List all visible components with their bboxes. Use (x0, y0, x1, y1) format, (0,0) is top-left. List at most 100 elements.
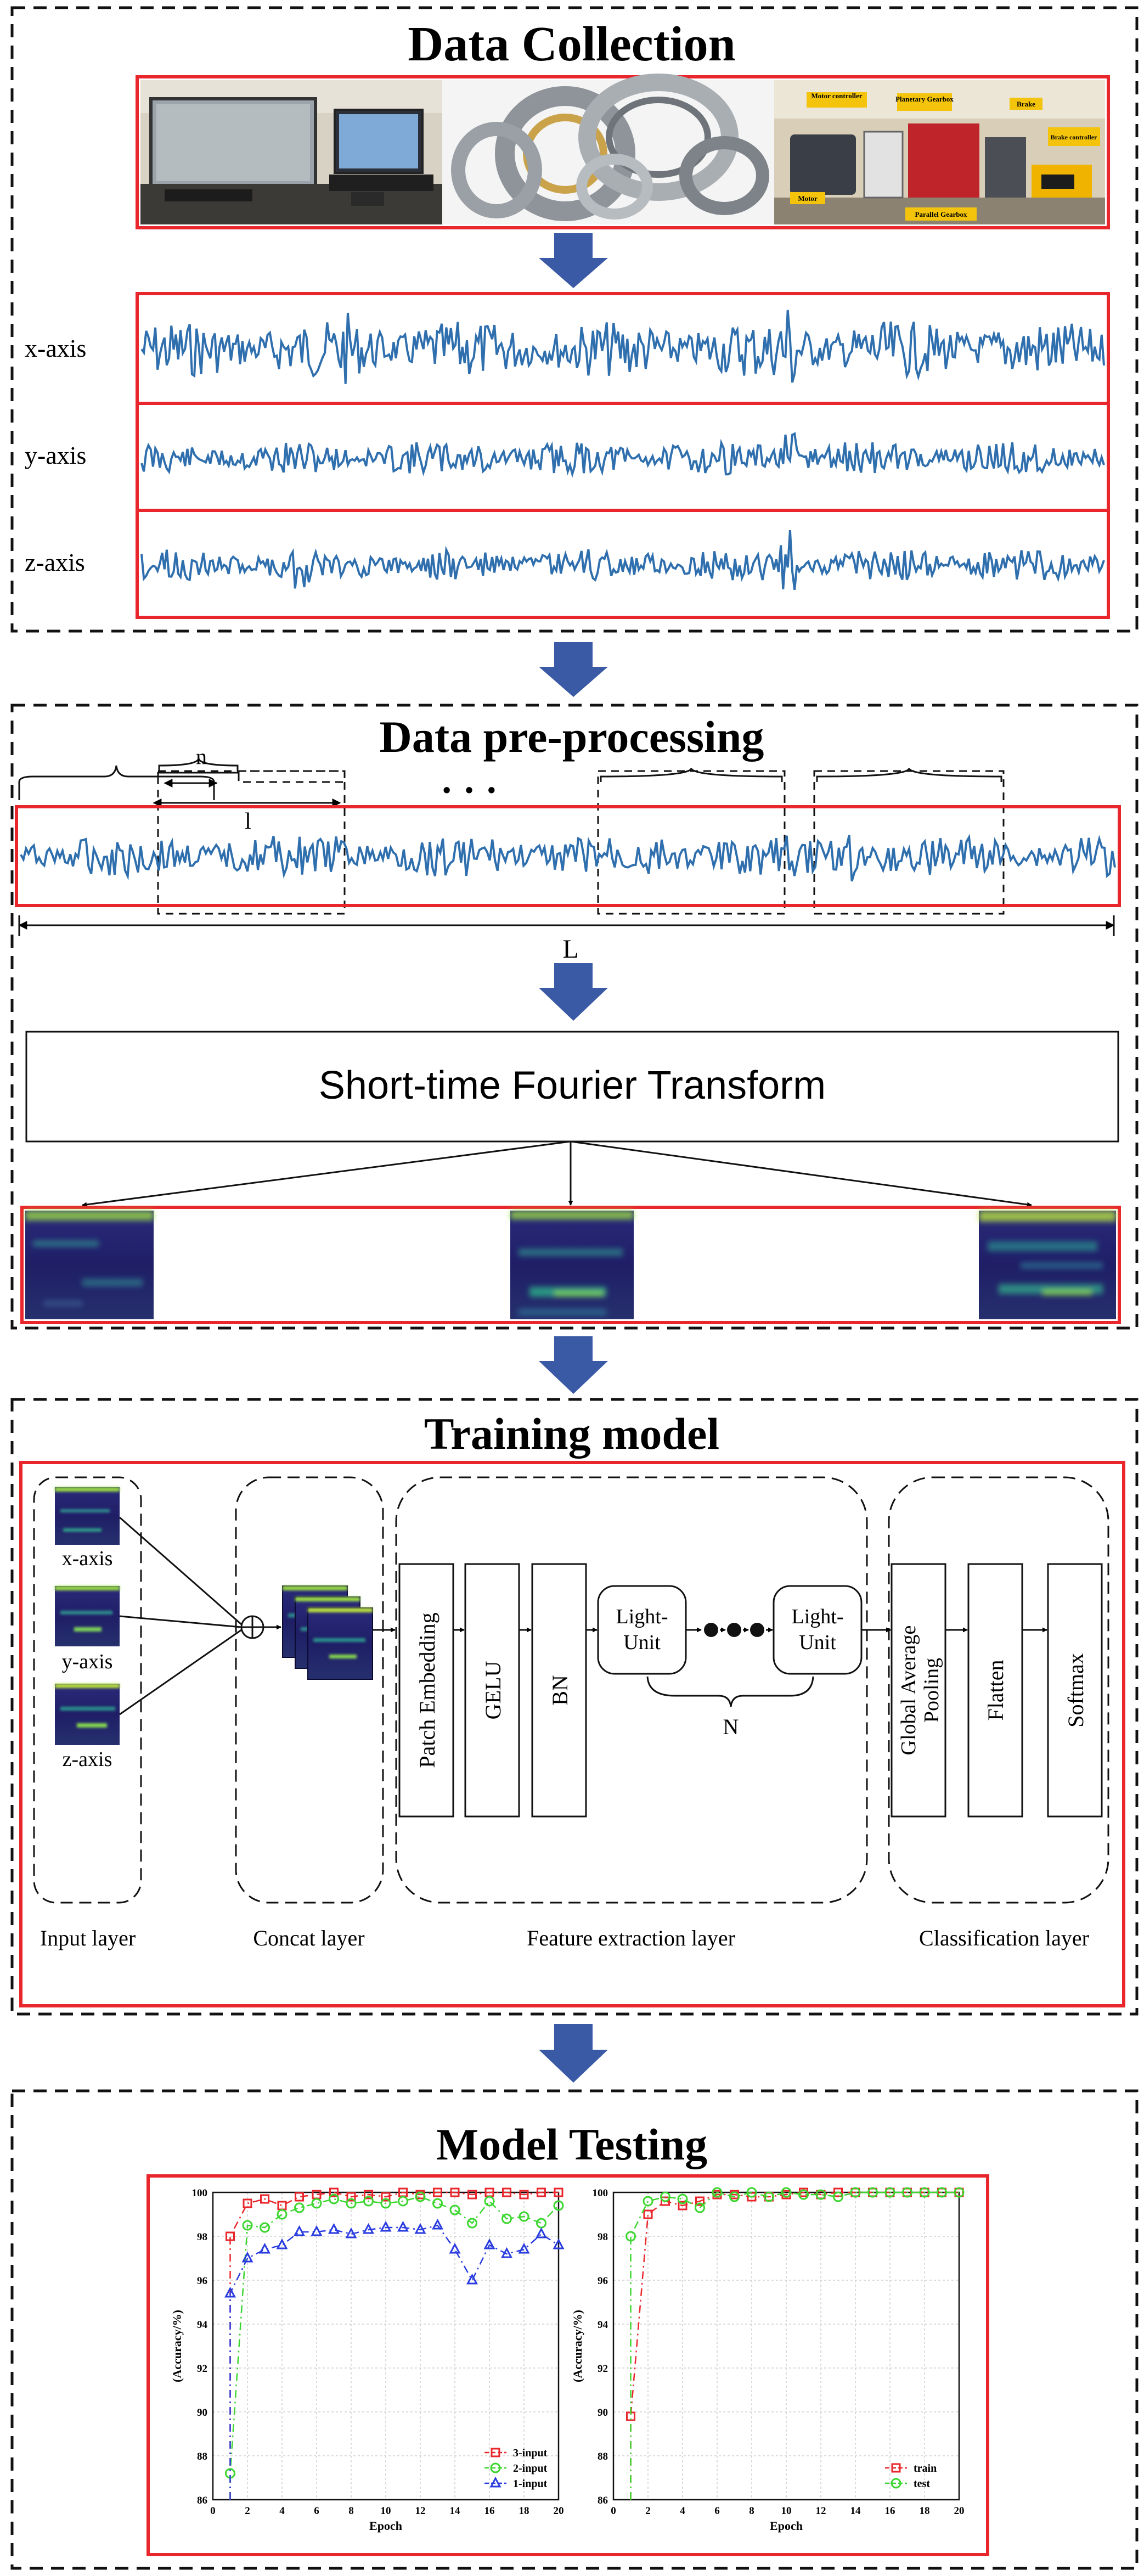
patch-embedding-block (398, 1563, 454, 1818)
first-window-brace (18, 765, 215, 800)
y-tick-label: 100 (593, 2187, 608, 2199)
y-axis-title: (Accuracy/%) (571, 2310, 584, 2382)
data-point (746, 2187, 757, 2198)
concat-layer-group (235, 1476, 384, 1904)
window-length-label: l (245, 809, 251, 834)
data-point (902, 2187, 912, 2198)
x-tick-label: 4 (680, 2505, 685, 2517)
data-point (483, 2238, 495, 2249)
light-unit-label: Light- (792, 1605, 844, 1628)
y-tick-label: 98 (598, 2231, 608, 2243)
data-point (241, 2251, 253, 2263)
preprocessing-signal (20, 834, 1116, 882)
softmax-label: Softmax (1063, 1653, 1088, 1728)
gelu-block (464, 1563, 520, 1818)
y-tick-label: 94 (598, 2319, 608, 2331)
data-point (781, 2187, 792, 2198)
y-tick-label: 88 (598, 2451, 608, 2462)
y-tick-label: 96 (598, 2275, 608, 2287)
data-point (798, 2189, 809, 2200)
x-tick-label: 0 (611, 2505, 616, 2517)
motor-label: Motor (798, 194, 818, 203)
window-box (157, 770, 346, 915)
data-point (294, 2225, 305, 2236)
x-tick-label: 12 (816, 2505, 826, 2517)
brake-controller-label: Brake controller (1051, 133, 1097, 141)
data-point (536, 2227, 547, 2238)
spectrogram-x (25, 1211, 154, 1319)
x-tick-label: 18 (519, 2505, 529, 2517)
input-spectrograms: x-axis y-axis z-axis (55, 1487, 120, 1771)
data-point (833, 2191, 843, 2202)
flatten-label: Flatten (983, 1660, 1008, 1720)
y-tick-label: 90 (598, 2407, 608, 2418)
softmax-block (1047, 1563, 1103, 1818)
global-average-pooling-label: Pooling (920, 1658, 943, 1723)
data-point (661, 2196, 670, 2206)
data-point (242, 2220, 253, 2231)
data-point (954, 2187, 965, 2198)
results-frame (146, 2174, 989, 2556)
data-point (243, 2198, 252, 2208)
data-point (643, 2196, 653, 2207)
data-point (660, 2191, 670, 2202)
down-arrow (539, 963, 608, 1021)
bearings-photo (442, 74, 774, 224)
data-point (224, 2286, 236, 2298)
series-line (229, 2224, 559, 2500)
data-point (729, 2191, 740, 2202)
model-frame (19, 1461, 1125, 2007)
data-point (553, 2200, 564, 2211)
x-axis-title: Epoch (770, 2519, 803, 2533)
data-point (380, 2198, 391, 2209)
brake-label: Brake (1017, 100, 1035, 108)
motor-controller-label: Motor controller (811, 92, 862, 100)
light-unit-label: Light- (616, 1605, 668, 1628)
parallel-gearbox-label: Parallel Gearbox (915, 210, 967, 218)
x-axis-signal (140, 310, 1105, 384)
x-tick-label: 10 (781, 2505, 792, 2517)
x-tick-label: 2 (245, 2505, 250, 2517)
data-point (433, 2187, 442, 2197)
data-point (346, 2192, 356, 2202)
spectrogram-frame (20, 1206, 1121, 1324)
data-point (398, 2196, 408, 2207)
data-point (329, 2193, 339, 2204)
data-point (850, 2187, 861, 2198)
section-training-model: Training model x-axis y-axis (10, 1398, 1139, 2016)
window-box (597, 770, 786, 915)
light-unit-block (773, 1585, 863, 1675)
x-tick-label: 2 (645, 2505, 651, 2517)
input-z-label: z-axis (63, 1748, 112, 1771)
data-point (695, 2196, 705, 2206)
photo-strip: Motor controller Planetary Gearbox Brake… (136, 74, 1110, 229)
data-point (432, 2218, 443, 2230)
spectrogram-z (979, 1211, 1116, 1319)
data-point (537, 2187, 546, 2197)
data-point (364, 2190, 373, 2200)
x-tick-label: 6 (714, 2505, 720, 2517)
data-point (678, 2201, 687, 2211)
y-tick-label: 92 (197, 2363, 207, 2375)
data-point (311, 2198, 322, 2209)
x-tick-label: 18 (920, 2505, 930, 2517)
data-point (491, 2448, 500, 2457)
x-tick-label: 8 (348, 2505, 354, 2517)
data-point (884, 2187, 895, 2198)
feature-extraction-layer-label: Feature extraction layer (527, 1926, 735, 1950)
series-line (229, 2196, 559, 2500)
raw-signals: x-axis y-axis z-axis (25, 292, 1110, 619)
data-point (449, 2204, 460, 2215)
y-axis-title: (Accuracy/%) (170, 2310, 184, 2382)
y-tick-label: 100 (192, 2187, 208, 2199)
repeat-dots (704, 1623, 764, 1637)
concat-layer-label: Concat layer (253, 1926, 364, 1950)
section-frame (10, 704, 1139, 1330)
bn-label: BN (548, 1675, 572, 1706)
x-tick-label: 14 (450, 2505, 461, 2517)
legend-label: 1-input (513, 2478, 548, 2490)
input-layer-label: Input layer (40, 1926, 136, 1950)
section-title: Data Collection (408, 17, 735, 71)
data-point (489, 2476, 501, 2488)
spectrogram-y (510, 1211, 634, 1319)
